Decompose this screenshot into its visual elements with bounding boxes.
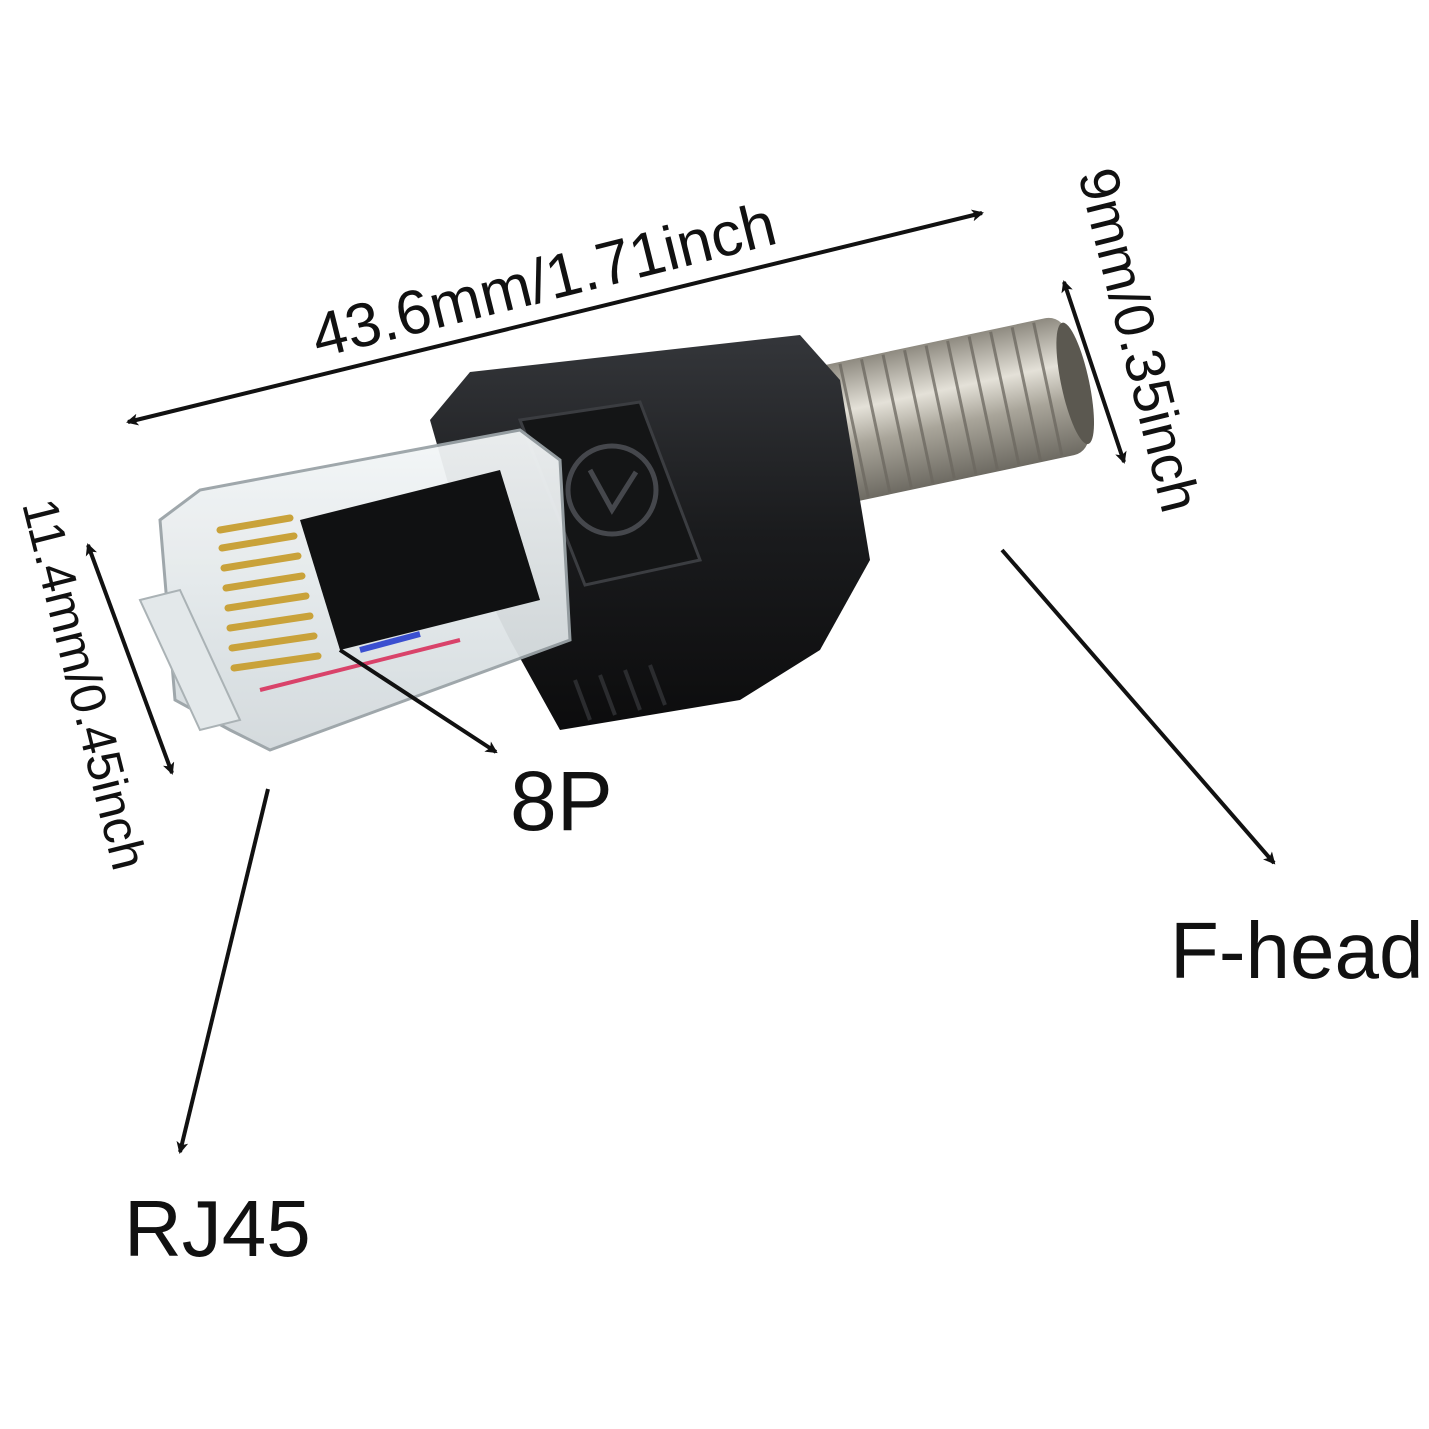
rj45-label: RJ45 [124, 1184, 311, 1273]
rj-width-label: 11.4mm/0.45inch [11, 493, 157, 875]
pins-pointer-arrow [338, 648, 498, 754]
f-diameter-label: 9mm/0.35inch [1066, 162, 1212, 519]
arrows [85, 209, 1276, 1154]
f-head-label: F-head [1170, 906, 1423, 995]
pins-label: 8P [510, 754, 613, 848]
f-diameter-arrow [1061, 280, 1127, 464]
f-head-pointer-arrow [1000, 548, 1276, 865]
length-arrow [126, 209, 984, 426]
rj45-plug [138, 428, 572, 752]
rj45-pointer-arrow [176, 788, 270, 1154]
rj-width-arrow [85, 543, 175, 775]
connector-photo [138, 317, 1095, 752]
circle-logo-icon [565, 443, 659, 537]
